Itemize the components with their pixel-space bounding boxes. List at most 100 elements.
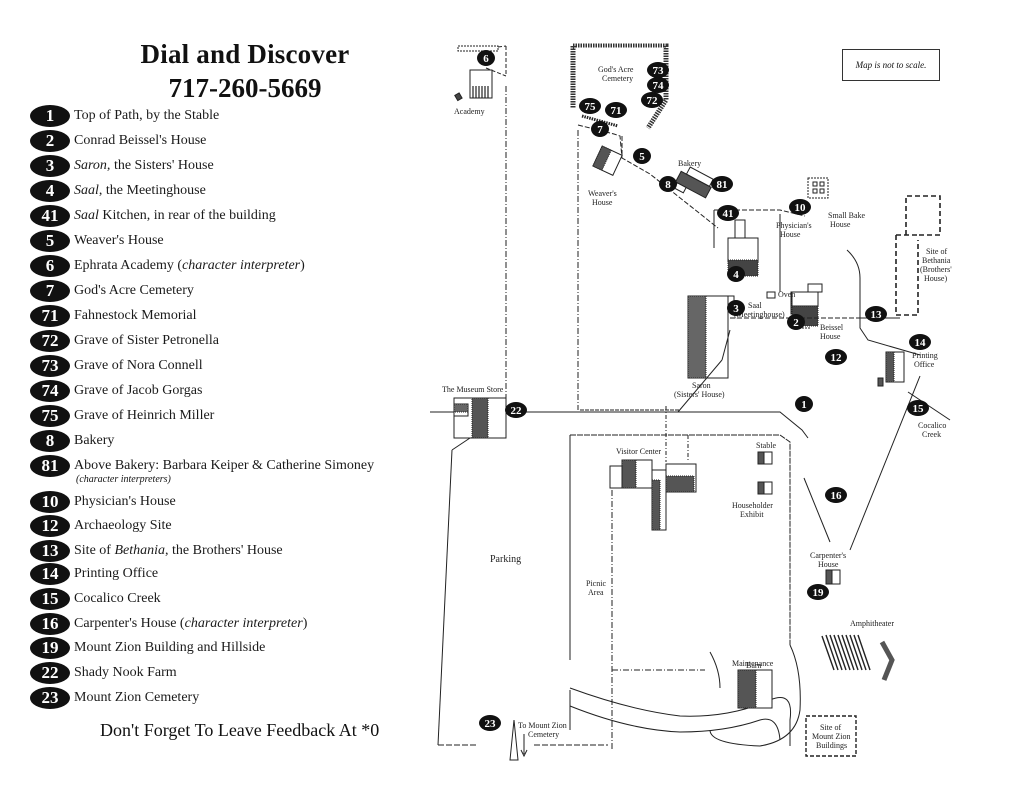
marker-badge — [641, 92, 663, 108]
legend-item-label: Saron, the Sisters' House — [74, 158, 214, 173]
visitor-area-boundary — [570, 434, 791, 645]
stop-number-badge: 3 — [30, 155, 70, 177]
legend-item: 72 Grave of Sister Petronella — [30, 329, 219, 353]
path-top — [430, 411, 809, 439]
map-label-saron-2: (Sisters' House) — [674, 390, 725, 399]
map-marker-cocalico-creek: 15 — [907, 400, 929, 416]
map-label-weaver-2: House — [592, 198, 613, 207]
legend-item-label: God's Acre Cemetery — [74, 283, 194, 298]
marker-number: 7 — [597, 124, 603, 136]
map-label-mtzion-site-3: Buildings — [816, 741, 847, 750]
map-label-amphitheater: Amphitheater — [850, 619, 894, 628]
legend-item-label: Conrad Beissel's House — [74, 133, 207, 148]
feedback-note: Don't Forget To Leave Feedback At *0 — [100, 720, 380, 740]
map-label-saal: Saal — [748, 301, 763, 310]
legend-item-label: Grave of Jacob Gorgas — [74, 383, 203, 398]
map-label-picnic-2: Area — [588, 588, 604, 597]
map-label-mtzion-site-2: Mount Zion — [812, 732, 850, 741]
marker-number: 3 — [733, 303, 739, 315]
legend-item-label: Fahnestock Memorial — [74, 308, 197, 323]
stop-number-badge: 13 — [30, 540, 70, 562]
marker-badge — [579, 98, 601, 114]
legend-item-label: Saal Kitchen, in rear of the building — [74, 208, 276, 223]
stop-number-badge: 41 — [30, 205, 70, 227]
map-label-small-bake: Small Bake — [828, 211, 866, 220]
marker-badge — [727, 300, 745, 316]
amphitheater-seating — [821, 634, 871, 671]
map-label-parking: Parking — [490, 554, 521, 565]
marker-number: 10 — [795, 202, 807, 214]
site-map: Academy God's Acre Cemetery Weaver's Hou… — [430, 43, 952, 761]
map-label-bethania-2: Bethania — [922, 256, 951, 265]
legend-item-label: Printing Office — [74, 566, 159, 581]
map-marker-academy: 6 — [477, 50, 495, 66]
stop-number-badge: 15 — [30, 588, 70, 610]
marker-badge — [479, 715, 501, 731]
stop-number-badge: 8 — [30, 430, 70, 452]
academy-hatch — [472, 86, 489, 98]
academy-wall — [457, 45, 499, 52]
marker-badge — [717, 205, 739, 221]
stop-number-badge: 1 — [30, 105, 70, 127]
map-label-bethania: Site of — [926, 247, 947, 256]
legend-item-label: Bakery — [74, 433, 115, 448]
marker-number: 15 — [913, 403, 925, 415]
map-marker-archaeology-site: 12 — [825, 349, 847, 365]
parking-road — [437, 449, 453, 746]
marker-number: 8 — [665, 179, 671, 191]
marker-badge — [659, 176, 677, 192]
stop-number-badge: 73 — [30, 355, 70, 377]
legend-item-label: Shady Nook Farm — [74, 665, 177, 680]
map-label-physician-2: House — [780, 230, 801, 239]
stop-number-badge: 72 — [30, 330, 70, 352]
stop-number-badge: 6 — [30, 255, 70, 277]
marker-number: 71 — [611, 105, 622, 117]
map-label-saal-2: (Meetinghouse) — [734, 310, 785, 319]
monument-icon — [509, 719, 519, 761]
stop-number-badge: 16 — [30, 613, 70, 635]
map-marker-above-bakery: 81 — [711, 176, 733, 192]
marker-badge — [825, 349, 847, 365]
marker-badge — [789, 199, 811, 215]
map-marker-mount-zion-cemetery: 23 — [479, 715, 501, 731]
map-label-cocalico-2: Creek — [922, 430, 941, 439]
stop-number-badge: 12 — [30, 515, 70, 537]
legend-item-label: Site of Bethania, the Brothers' House — [74, 543, 283, 558]
map-marker-weavers-house: 5 — [633, 148, 651, 164]
map-label-museum-store: The Museum Store — [442, 385, 504, 394]
legend-item-label: Grave of Sister Petronella — [74, 333, 220, 348]
legend-item-label: Mount Zion Cemetery — [74, 690, 200, 705]
marker-number: 13 — [871, 309, 883, 321]
marker-number: 1 — [801, 399, 807, 411]
map-label-to-mtzion: To Mount Zion — [518, 721, 567, 730]
marker-badge — [825, 487, 847, 503]
legend-item-label: Carpenter's House (character interpreter… — [74, 616, 308, 631]
legend-item: 7 God's Acre Cemetery — [30, 279, 194, 303]
map-label-physician: Physician's — [776, 221, 812, 230]
stop-number-badge: 81 — [30, 455, 70, 477]
scale-note: Map is not to scale. — [842, 49, 940, 81]
map-marker-shady-nook-farm: 22 — [505, 402, 527, 418]
map-label-printing: Printing — [912, 351, 938, 360]
map-marker-printing-office: 14 — [909, 334, 931, 350]
legend-item-label: Top of Path, by the Stable — [74, 108, 220, 123]
stop-number-badge: 7 — [30, 280, 70, 302]
map-marker-mount-zion-building: 19 — [807, 584, 829, 600]
marker-number: 72 — [647, 95, 659, 107]
marker-badge — [807, 584, 829, 600]
map-marker-bethania: 13 — [865, 306, 887, 322]
stop-number-badge: 5 — [30, 230, 70, 252]
marker-badge — [787, 314, 805, 330]
map-marker-top-of-path: 1 — [795, 396, 813, 412]
saal-building — [727, 237, 759, 263]
legend-item-label: Ephrata Academy (character interpreter) — [74, 258, 305, 273]
marker-number: 23 — [485, 718, 497, 730]
stop-number-badge: 10 — [30, 491, 70, 513]
marker-number: 41 — [723, 208, 734, 220]
